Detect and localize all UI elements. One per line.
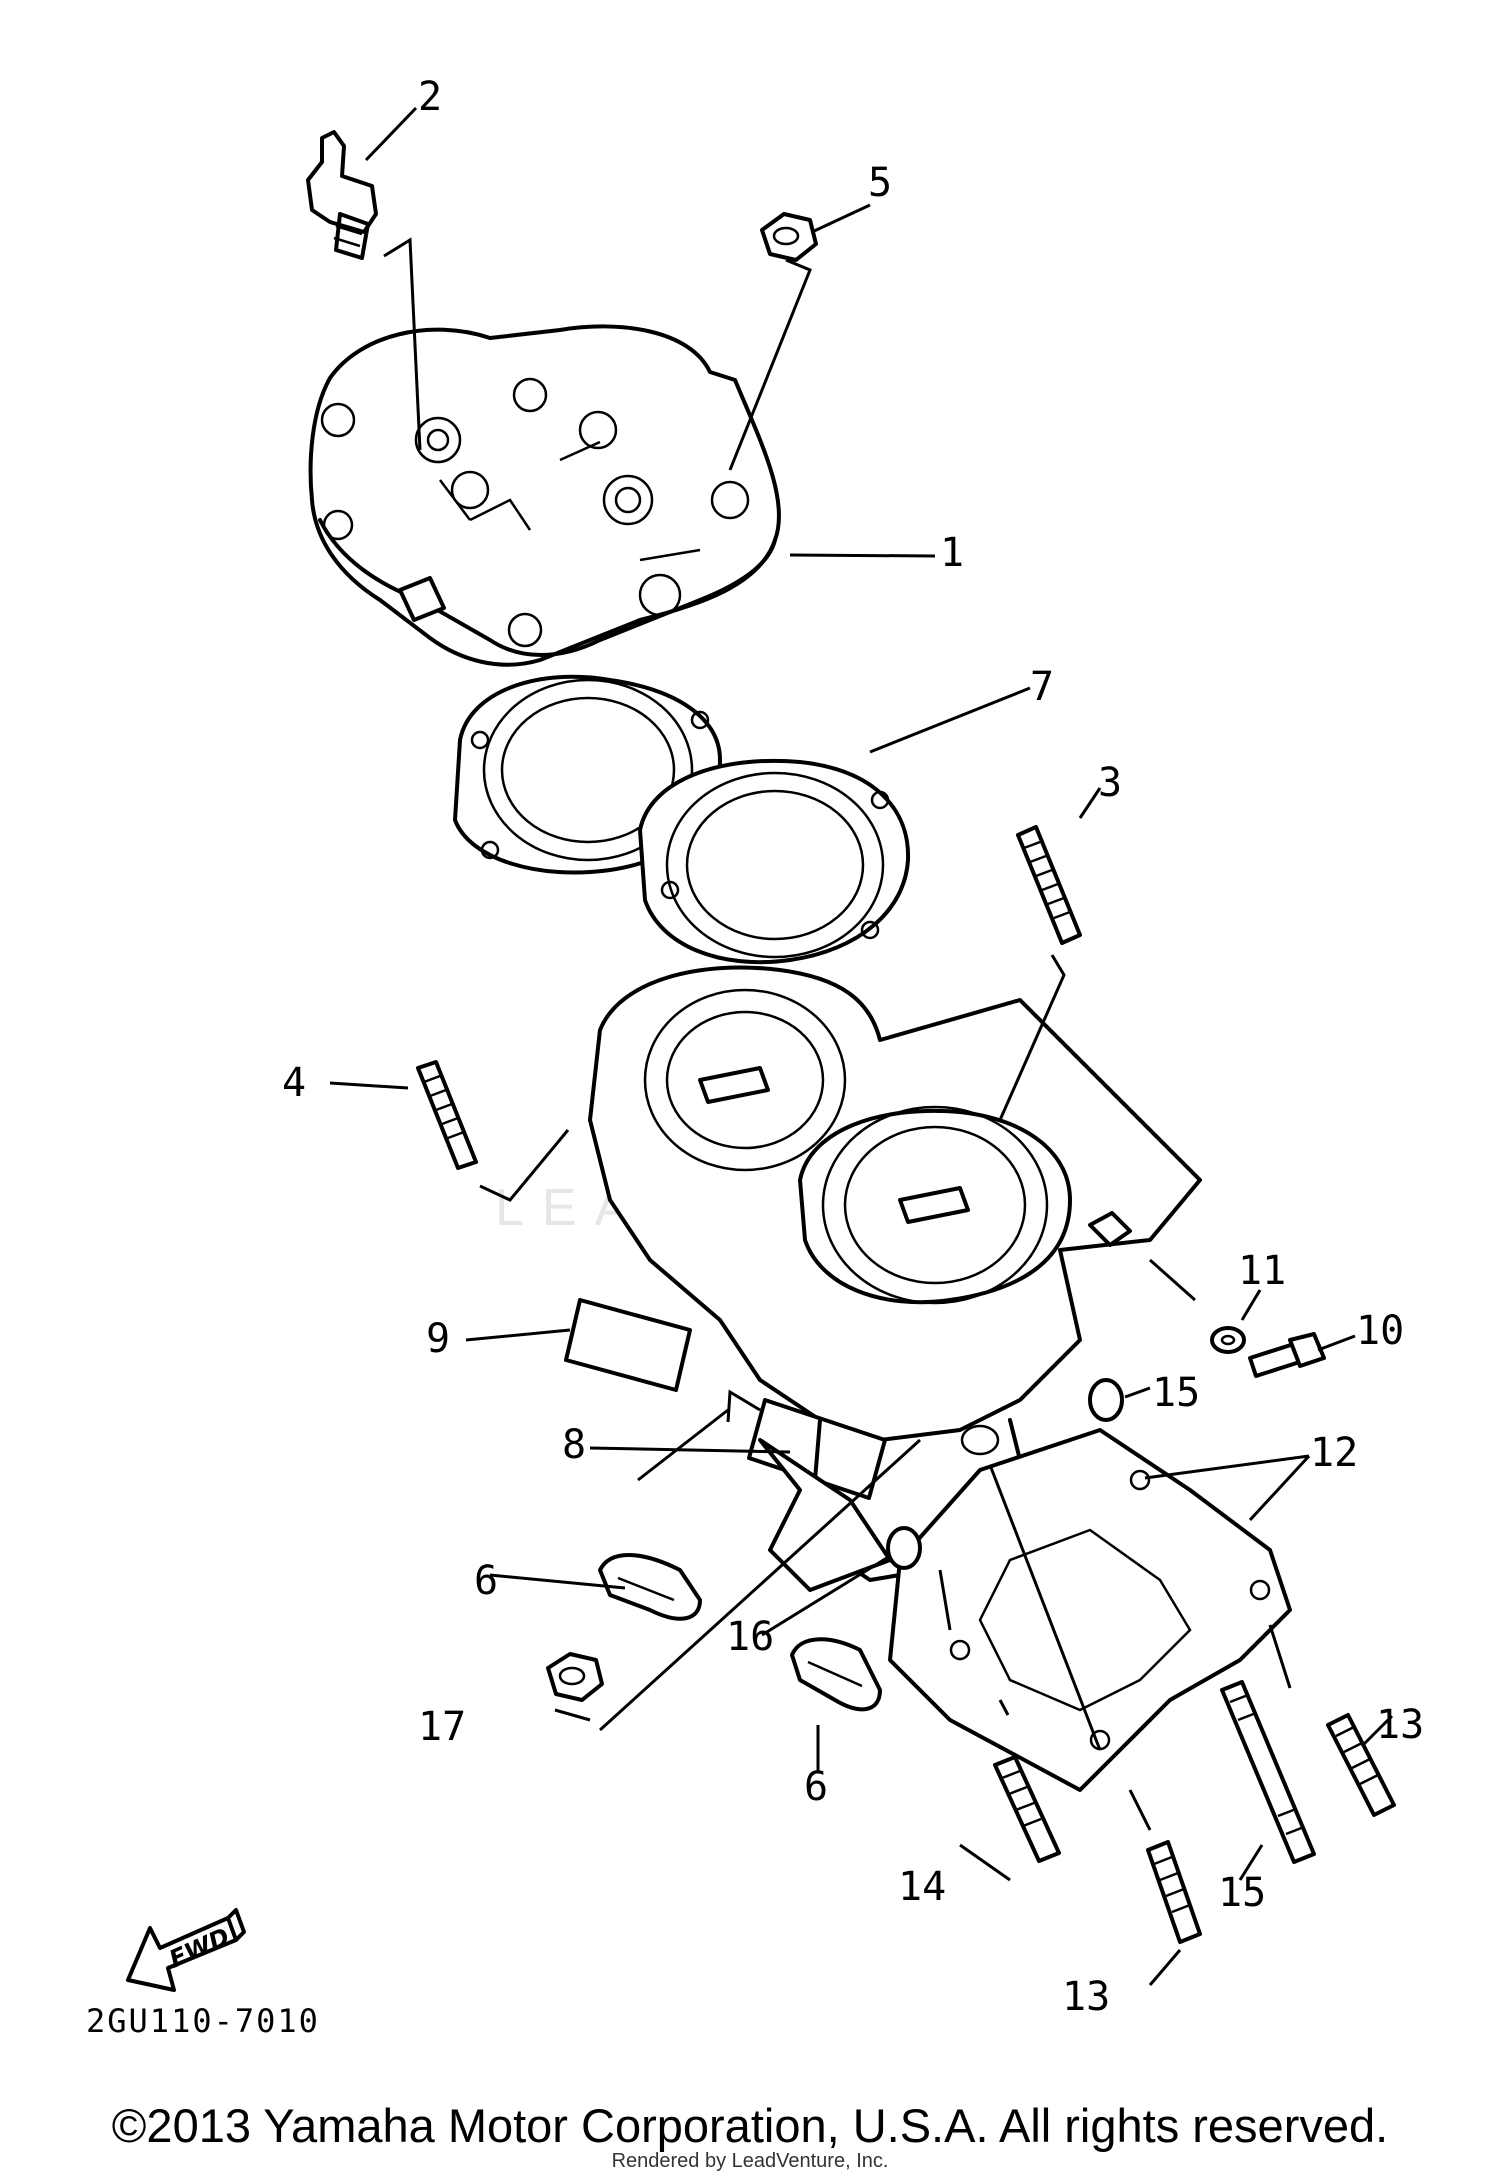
callout-labels: 2 5 1 7 3 4 9 11 10 15 8 12 6 16 17 13 6… — [282, 74, 1424, 2020]
callout-16b: 16 — [726, 1614, 774, 1660]
stud-part-3 — [1016, 825, 1082, 945]
stud-part-14 — [993, 1755, 1061, 1863]
washer-part-11 — [1210, 1326, 1246, 1354]
stud-part-4 — [416, 1060, 478, 1170]
callout-12: 12 — [1310, 1430, 1358, 1476]
callout-11: 11 — [1238, 1248, 1286, 1294]
nut-part-5 — [760, 212, 818, 262]
cylinder-head-part — [308, 324, 781, 667]
callout-7: 7 — [1030, 664, 1054, 710]
dowel-part-16b — [886, 1526, 922, 1570]
gasket-part-6a — [598, 1553, 702, 1621]
callout-13b: 13 — [1062, 1974, 1110, 2020]
diagram-code: 2GU110-7010 — [86, 2002, 320, 2040]
base-gasket-part — [888, 1428, 1292, 1792]
callout-3: 3 — [1098, 760, 1122, 806]
callout-1: 1 — [940, 530, 964, 576]
callout-2: 2 — [418, 74, 442, 120]
callout-14: 14 — [898, 1864, 946, 1910]
callout-13a: 13 — [1376, 1702, 1424, 1748]
stud-part-13b — [1146, 1840, 1202, 1944]
head-gasket-part — [453, 674, 911, 965]
callout-9: 9 — [426, 1316, 450, 1362]
nut-part-17 — [546, 1652, 604, 1702]
dowel-part-16a — [1088, 1378, 1124, 1422]
leader-lines — [329, 106, 1394, 1986]
callout-4: 4 — [282, 1060, 306, 1106]
bolt-part-10 — [1248, 1332, 1326, 1378]
callout-16a: 15 — [1152, 1370, 1200, 1416]
callout-8: 8 — [562, 1422, 586, 1468]
fwd-arrow-icon: FWD — [126, 1908, 246, 1992]
stud-part-13a — [1326, 1713, 1396, 1817]
callout-15: 15 — [1218, 1870, 1266, 1916]
stud-part-15 — [1220, 1680, 1316, 1864]
rendered-by-notice: Rendered by LeadVenture, Inc. — [611, 2150, 889, 2172]
spark-plug-part — [306, 130, 378, 260]
callout-10: 10 — [1356, 1308, 1404, 1354]
callout-5: 5 — [868, 160, 892, 206]
gasket-part-6b — [790, 1637, 882, 1712]
copyright-notice: ©2013 Yamaha Motor Corporation, U.S.A. A… — [111, 2099, 1389, 2152]
callout-17: 17 — [418, 1704, 466, 1750]
callout-6a: 6 — [474, 1558, 498, 1604]
callout-6b: 6 — [804, 1764, 828, 1810]
cylinder-part — [564, 965, 1202, 1592]
